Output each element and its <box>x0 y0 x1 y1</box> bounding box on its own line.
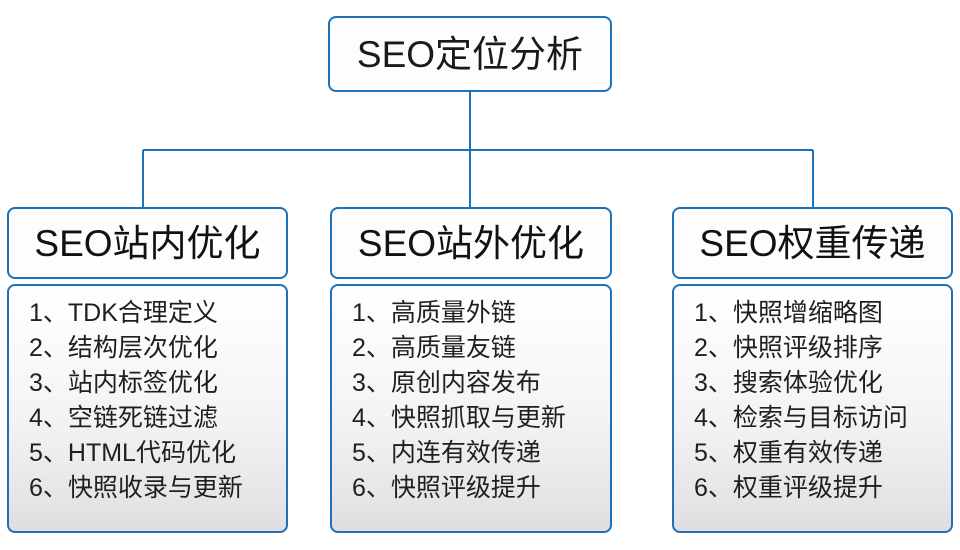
list-item-label: 空链死链过滤 <box>67 404 218 432</box>
list-item-label: 高质量友链 <box>390 334 516 362</box>
list-item-number: 3、 <box>694 369 733 397</box>
column-body-1: 1、 TDK合理定义 2、 结构层次优化 3、 站内标签优化 4、 空链死链过滤… <box>7 284 288 533</box>
list-item-label: 权重评级提升 <box>732 474 883 502</box>
list-item[interactable]: 2、 高质量友链 <box>352 331 610 366</box>
list-item[interactable]: 1、 快照增缩略图 <box>694 296 951 331</box>
column-seo-offsite: SEO站外优化 1、 高质量外链 2、 高质量友链 3、 原创内容发布 4、 快 <box>330 207 612 533</box>
column-body-2: 1、 高质量外链 2、 高质量友链 3、 原创内容发布 4、 快照抓取与更新 5… <box>330 284 612 533</box>
list-item[interactable]: 3、 搜索体验优化 <box>694 366 951 401</box>
list-item-label: 检索与目标访问 <box>732 404 908 432</box>
list-item-number: 5、 <box>29 439 68 467</box>
item-list-3: 1、 快照增缩略图 2、 快照评级排序 3、 搜索体验优化 4、 检索与目标访问… <box>674 296 951 506</box>
list-item-label: 快照增缩略图 <box>732 299 883 327</box>
list-item-number: 6、 <box>694 474 733 502</box>
list-item-number: 5、 <box>694 439 733 467</box>
list-item[interactable]: 6、 快照收录与更新 <box>29 471 286 506</box>
list-item[interactable]: 1、 TDK合理定义 <box>29 296 286 331</box>
list-item-label: 快照评级排序 <box>732 334 883 362</box>
list-item-label: 快照评级提升 <box>390 474 541 502</box>
list-item-number: 6、 <box>29 474 68 502</box>
list-item-label: 结构层次优化 <box>67 334 218 362</box>
root-node-title: SEO定位分析 <box>356 33 584 75</box>
item-list-1: 1、 TDK合理定义 2、 结构层次优化 3、 站内标签优化 4、 空链死链过滤… <box>9 296 286 506</box>
list-item[interactable]: 2、 结构层次优化 <box>29 331 286 366</box>
list-item[interactable]: 5、 HTML代码优化 <box>29 436 286 471</box>
column-header-title-3: SEO权重传递 <box>699 222 926 264</box>
list-item-number: 5、 <box>352 439 391 467</box>
column-header-title-1: SEO站内优化 <box>34 222 261 264</box>
list-item-label: 内连有效传递 <box>390 439 541 467</box>
list-item[interactable]: 5、 权重有效传递 <box>694 436 951 471</box>
list-item-label: 高质量外链 <box>390 299 516 327</box>
list-item-number: 1、 <box>29 299 68 327</box>
list-item-number: 4、 <box>694 404 733 432</box>
list-item-number: 4、 <box>29 404 68 432</box>
list-item-label: HTML代码优化 <box>67 439 236 467</box>
list-item-number: 6、 <box>352 474 391 502</box>
list-item-number: 2、 <box>694 334 733 362</box>
column-header-title-2: SEO站外优化 <box>357 222 585 264</box>
column-seo-onsite: SEO站内优化 1、 TDK合理定义 2、 结构层次优化 3、 站内标签优化 4… <box>7 207 288 533</box>
list-item[interactable]: 6、 权重评级提升 <box>694 471 951 506</box>
list-item-number: 4、 <box>352 404 391 432</box>
list-item[interactable]: 3、 站内标签优化 <box>29 366 286 401</box>
list-item-number: 1、 <box>694 299 733 327</box>
column-header-3[interactable]: SEO权重传递 <box>672 207 953 279</box>
column-header-2[interactable]: SEO站外优化 <box>330 207 612 279</box>
column-header-1[interactable]: SEO站内优化 <box>7 207 288 279</box>
list-item-label: 快照收录与更新 <box>67 474 243 502</box>
list-item-number: 3、 <box>352 369 391 397</box>
item-list-2: 1、 高质量外链 2、 高质量友链 3、 原创内容发布 4、 快照抓取与更新 5… <box>332 296 610 506</box>
list-item[interactable]: 5、 内连有效传递 <box>352 436 610 471</box>
column-seo-weight-transfer: SEO权重传递 1、 快照增缩略图 2、 快照评级排序 3、 搜索体验优化 4、 <box>672 207 953 533</box>
list-item[interactable]: 6、 快照评级提升 <box>352 471 610 506</box>
list-item[interactable]: 2、 快照评级排序 <box>694 331 951 366</box>
root-node[interactable]: SEO定位分析 <box>328 16 612 92</box>
list-item-label: 站内标签优化 <box>67 369 218 397</box>
list-item-label: 快照抓取与更新 <box>390 404 566 432</box>
list-item-label: TDK合理定义 <box>67 299 218 327</box>
list-item[interactable]: 4、 快照抓取与更新 <box>352 401 610 436</box>
list-item[interactable]: 4、 检索与目标访问 <box>694 401 951 436</box>
list-item[interactable]: 3、 原创内容发布 <box>352 366 610 401</box>
list-item[interactable]: 4、 空链死链过滤 <box>29 401 286 436</box>
list-item-number: 1、 <box>352 299 391 327</box>
list-item-number: 3、 <box>29 369 68 397</box>
list-item[interactable]: 1、 高质量外链 <box>352 296 610 331</box>
list-item-label: 原创内容发布 <box>390 369 541 397</box>
list-item-number: 2、 <box>352 334 391 362</box>
list-item-number: 2、 <box>29 334 68 362</box>
list-item-label: 权重有效传递 <box>732 439 883 467</box>
list-item-label: 搜索体验优化 <box>732 369 883 397</box>
column-body-3: 1、 快照增缩略图 2、 快照评级排序 3、 搜索体验优化 4、 检索与目标访问… <box>672 284 953 533</box>
